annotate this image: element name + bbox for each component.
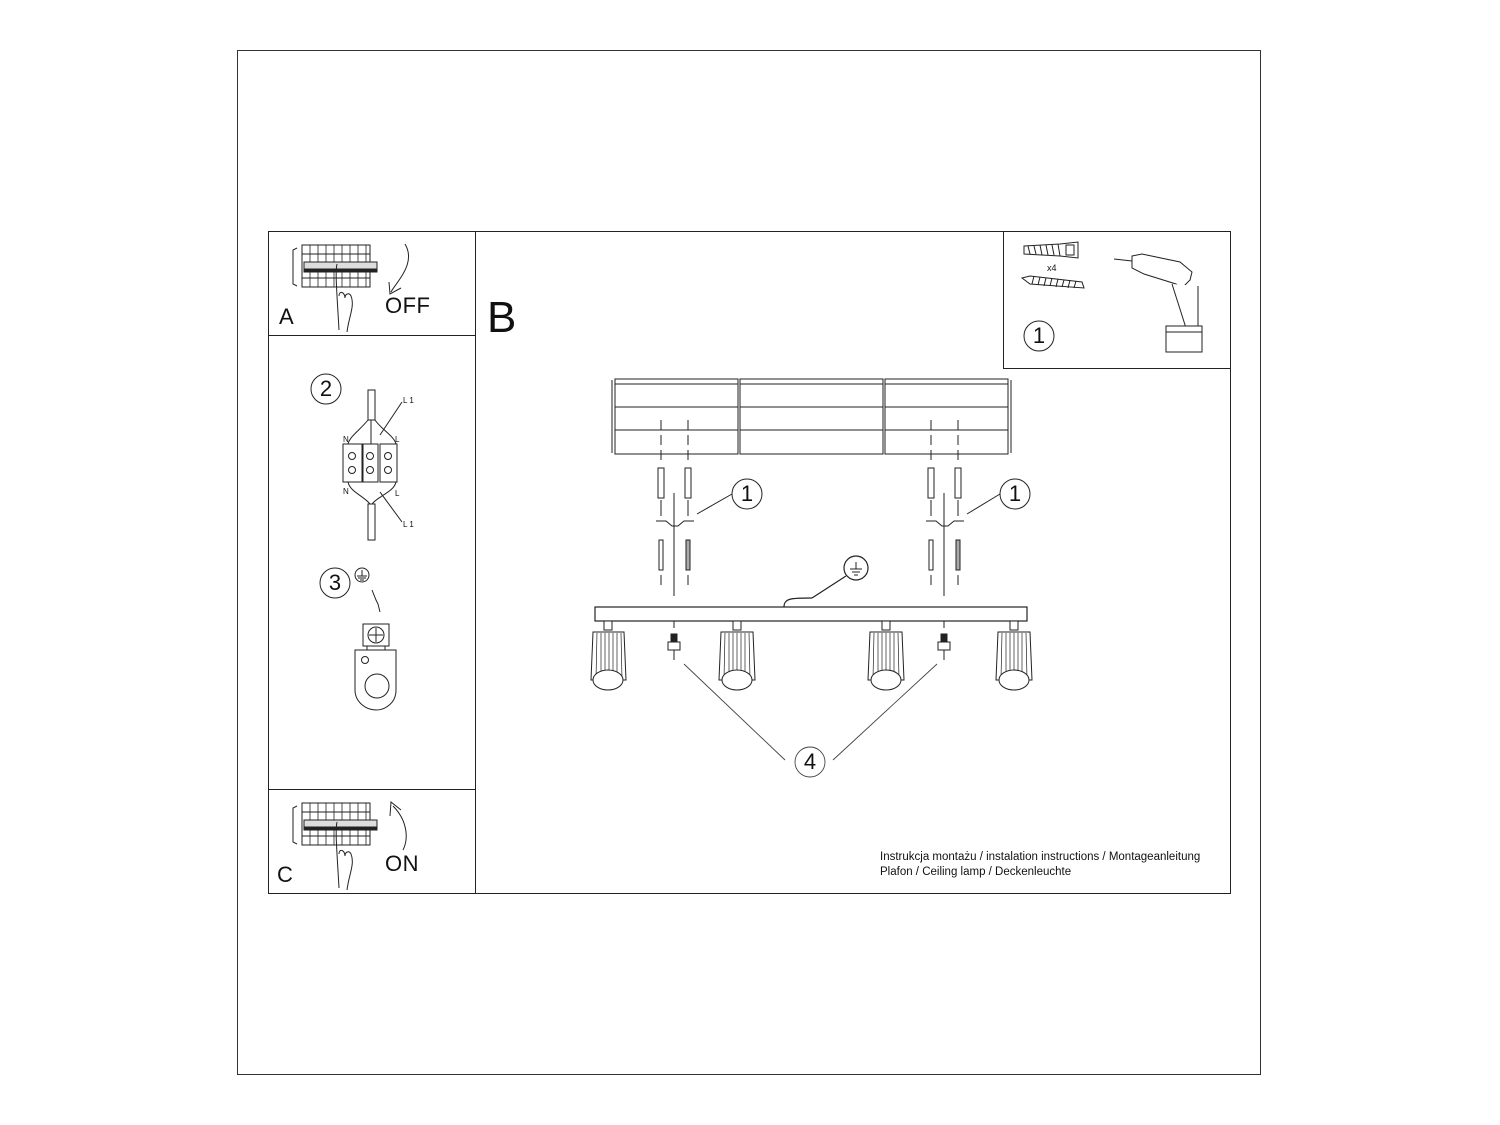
tools-panel: x4 1 (1003, 231, 1231, 369)
fixing-screw-right (937, 621, 951, 660)
callout-4-leaders (683, 663, 938, 778)
step-a-letter: A (279, 304, 294, 329)
tools-callout-circle (1023, 320, 1055, 352)
screw-icon (1020, 275, 1085, 289)
step-a-panel: A OFF (268, 231, 476, 336)
wire-label-n-bottom: N (343, 487, 349, 496)
ground-symbol-icon (354, 567, 370, 583)
fixing-screw-left (667, 621, 681, 660)
step-c-letter: C (277, 862, 293, 887)
wire-label-l-bottom: L (395, 489, 400, 498)
spotlights-callout-number: 4 (803, 749, 817, 774)
wire-label-l-top: L (395, 435, 400, 444)
tools-callout-number: 1 (1032, 323, 1046, 348)
left-column-divider (475, 336, 476, 789)
wiring-callout-number: 2 (319, 376, 333, 401)
step-c-panel: C ON (268, 789, 476, 894)
wire-label-n-top: N (343, 435, 349, 444)
left-mounting-kit (656, 420, 763, 596)
instructions-caption: Instrukcja montażu / instalation instruc… (880, 850, 1200, 880)
grounding-callout-number: 3 (328, 570, 342, 595)
ceiling-wall-section (611, 378, 1012, 455)
left-mount-callout-number: 1 (740, 481, 754, 506)
spotlight-3 (867, 620, 905, 691)
spotlight-4 (995, 620, 1033, 691)
right-mounting-kit (926, 420, 1031, 596)
caption-line-2: Plafon / Ceiling lamp / Deckenleuchte (880, 866, 1072, 878)
wall-plug-icon (1023, 241, 1079, 259)
circuit-breaker-switch-off-icon (292, 243, 410, 333)
cordless-drill-icon (1113, 253, 1203, 353)
wire-label-l1-top: L 1 (403, 396, 414, 405)
quantity-label: x4 (1047, 263, 1057, 273)
circuit-breaker-switch-on-icon (292, 801, 407, 891)
spotlight-1 (590, 620, 627, 691)
lamp-bar (594, 555, 1028, 622)
main-step-letter: B (487, 293, 517, 342)
page-frame (237, 50, 1261, 1075)
step-a-off-label: OFF (385, 293, 431, 318)
spotlight-2 (718, 620, 756, 691)
instruction-sheet (268, 231, 1231, 894)
step-c-on-label: ON (385, 851, 419, 876)
wire-label-l1-bottom: L 1 (403, 520, 414, 529)
caption-line-1: Instrukcja montażu / instalation instruc… (880, 851, 1201, 863)
right-mount-callout-number: 1 (1008, 481, 1022, 506)
